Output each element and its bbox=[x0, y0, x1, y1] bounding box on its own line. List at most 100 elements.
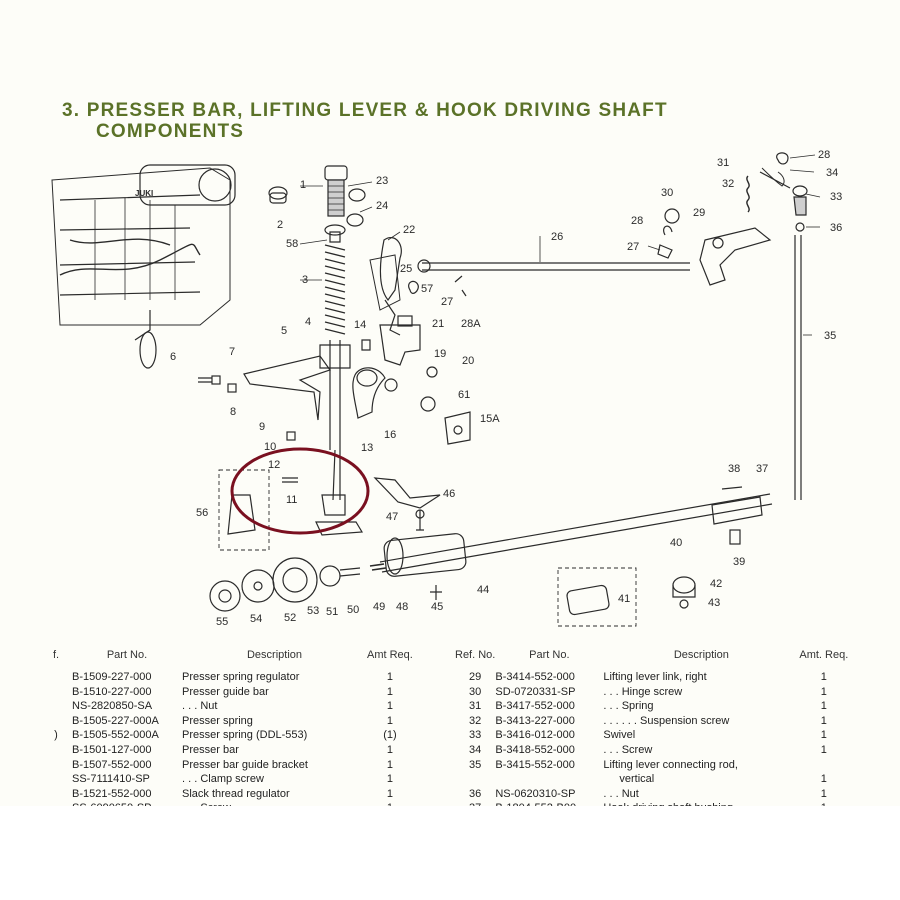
callout-label: 41 bbox=[618, 593, 630, 605]
cell-desc: Presser spring bbox=[182, 714, 253, 727]
callout-label: 2 bbox=[277, 219, 283, 231]
section-title-line1: 3. PRESSER BAR, LIFTING LEVER & HOOK DRI… bbox=[62, 100, 668, 121]
cell-desc: . . . Hinge screw bbox=[603, 685, 683, 698]
cell-desc: vertical bbox=[619, 773, 655, 786]
callout-label: 13 bbox=[361, 442, 373, 454]
cell-amt: 1 bbox=[820, 743, 827, 756]
col-part-header: Part No. bbox=[106, 648, 148, 661]
callout-label: 28 bbox=[631, 215, 643, 227]
cell-amt: 1 bbox=[386, 685, 393, 698]
callout-label: 56 bbox=[196, 507, 208, 519]
machine-logo: JUKI bbox=[135, 189, 153, 198]
callout-label: 45 bbox=[431, 601, 443, 613]
table-row: B-1510-227-000 Presser guide bar 1 bbox=[40, 685, 413, 700]
callout-label: 44 bbox=[477, 584, 489, 596]
cell-amt: 1 bbox=[386, 758, 393, 771]
cell-ref: 31 bbox=[469, 700, 482, 713]
callout-label: 25 bbox=[400, 263, 412, 275]
callout-label: 26 bbox=[551, 231, 563, 243]
cell-amt bbox=[799, 758, 848, 773]
cell-part: NS-2820850-SA bbox=[72, 700, 153, 713]
cell-desc: Presser bar guide bracket bbox=[182, 758, 308, 771]
parts-table-right: Ref. No. Part No. Description Amt. Req. … bbox=[455, 640, 848, 816]
callout-label: 42 bbox=[710, 578, 722, 590]
callout-label: 19 bbox=[434, 348, 446, 360]
callout-label: 8 bbox=[230, 406, 236, 418]
callout-label: 31 bbox=[717, 157, 729, 169]
callout-label: 36 bbox=[830, 222, 842, 234]
cell-ref bbox=[40, 685, 72, 700]
col-desc-header: Description bbox=[246, 648, 303, 661]
cell-ref: 33 bbox=[469, 729, 482, 742]
callout-label: 40 bbox=[670, 537, 682, 549]
table-row: 30 SD-0720331-SP . . . Hinge screw 1 bbox=[455, 685, 848, 700]
callout-label: 15A bbox=[480, 413, 500, 425]
table-row: B-1507-552-000 Presser bar guide bracket… bbox=[40, 758, 413, 773]
cell-part: B-3414-552-000 bbox=[495, 671, 575, 683]
table-row: 31 B-3417-552-000 . . . Spring 1 bbox=[455, 699, 848, 714]
table-row: NS-2820850-SA . . . Nut 1 bbox=[40, 699, 413, 714]
col-desc-header: Description bbox=[673, 648, 729, 661]
cell-amt: 1 bbox=[386, 773, 393, 786]
cell-desc: Presser spring (DDL-553) bbox=[182, 729, 308, 742]
table-row: B-1505-227-000A Presser spring 1 bbox=[40, 714, 413, 729]
callout-label: 39 bbox=[733, 556, 745, 568]
callout-label: 12 bbox=[268, 459, 280, 471]
cell-part: B-3415-552-000 bbox=[495, 758, 575, 771]
cell-amt: 1 bbox=[820, 787, 827, 800]
callout-label: 43 bbox=[708, 597, 720, 609]
cell-desc: . . . Nut bbox=[603, 787, 639, 800]
callout-label: 34 bbox=[826, 167, 838, 179]
callout-label: 21 bbox=[432, 318, 444, 330]
callout-label: 52 bbox=[284, 612, 296, 624]
callout-label: 16 bbox=[384, 429, 396, 441]
col-ref-header: Ref. No. bbox=[455, 649, 496, 661]
callout-label: 54 bbox=[250, 613, 262, 625]
callout-label: 4 bbox=[305, 316, 311, 328]
cell-part: SS-7111410-SP bbox=[72, 773, 150, 786]
callout-label: 35 bbox=[824, 330, 836, 342]
table-row: B-1501-127-000 Presser bar 1 bbox=[40, 743, 413, 758]
callout-label: 48 bbox=[396, 601, 408, 613]
cell-part: B-1510-227-000 bbox=[72, 685, 152, 698]
table-row: 36 NS-0620310-SP . . . Nut 1 bbox=[455, 787, 848, 802]
table-row: 35 B-3415-552-000 Lifting lever connecti… bbox=[455, 758, 848, 773]
table-row: 33 B-3416-012-000 Swivel 1 bbox=[455, 728, 848, 743]
cell-part: B-1501-127-000 bbox=[72, 743, 152, 756]
cell-ref: 36 bbox=[469, 787, 482, 800]
cell-amt: 1 bbox=[820, 729, 827, 742]
cell-ref bbox=[40, 699, 72, 714]
cell-desc: Presser guide bar bbox=[182, 685, 269, 698]
callout-label: 57 bbox=[421, 283, 433, 295]
cell-ref: 35 bbox=[469, 758, 482, 771]
cell-ref bbox=[455, 772, 495, 787]
cell-amt: 1 bbox=[820, 671, 827, 683]
callout-label: 47 bbox=[386, 511, 398, 523]
callout-label: 11 bbox=[286, 494, 297, 506]
machine-sketch: JUKI bbox=[51, 164, 236, 369]
cell-ref bbox=[40, 787, 72, 802]
callout-label: 30 bbox=[661, 187, 673, 199]
cell-desc: . . . Nut bbox=[182, 700, 218, 713]
cell-amt: 1 bbox=[386, 700, 393, 713]
cell-desc: . . . Clamp screw bbox=[182, 773, 264, 786]
cell-desc: Slack thread regulator bbox=[182, 787, 290, 800]
callout-label: 53 bbox=[307, 605, 319, 617]
callout-label: 5 bbox=[281, 325, 287, 337]
cell-ref: 34 bbox=[469, 743, 482, 756]
cell-desc: Presser spring regulator bbox=[182, 671, 300, 683]
callout-label: 37 bbox=[756, 463, 768, 475]
col-amt-header: Amt Req. bbox=[367, 649, 413, 661]
table-row: B-1521-552-000 Slack thread regulator 1 bbox=[40, 787, 413, 802]
table-row: 32 B-3413-227-000 . . . . . . Suspension… bbox=[455, 714, 848, 729]
col-part-header: Part No. bbox=[529, 648, 570, 661]
cell-amt: (1) bbox=[383, 729, 397, 742]
table-row: ) B-1505-552-000A Presser spring (DDL-55… bbox=[40, 728, 413, 743]
callout-label: 3 bbox=[302, 274, 308, 286]
cell-ref: ) bbox=[54, 729, 58, 742]
cell-ref: 30 bbox=[469, 685, 482, 698]
callout-label: 7 bbox=[229, 346, 235, 358]
cell-part bbox=[495, 772, 603, 787]
cell-part: B-3418-552-000 bbox=[495, 743, 575, 756]
